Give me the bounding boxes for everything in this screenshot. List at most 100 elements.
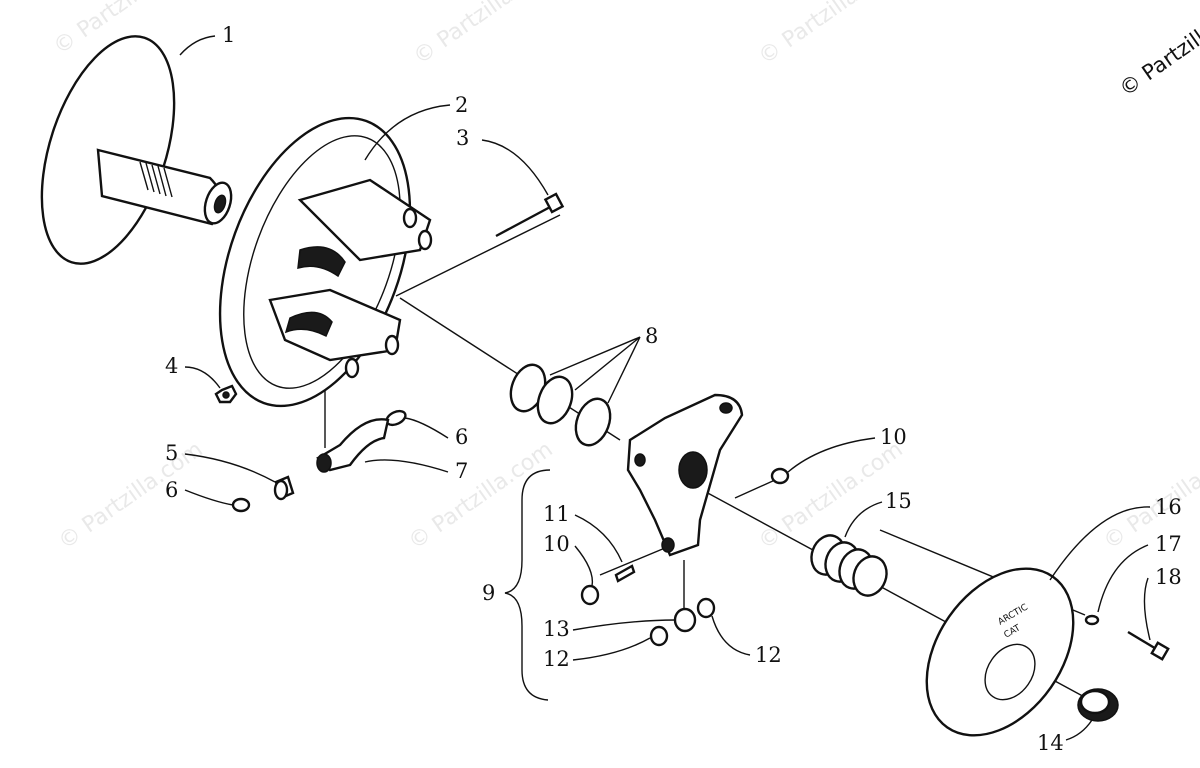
cam-arm-body (316, 418, 390, 472)
part-11-pin (614, 564, 636, 583)
callout-17: 17 (1155, 532, 1182, 556)
spider-hole (719, 402, 733, 414)
callout-10-left: 10 (543, 532, 570, 556)
pin-boss (384, 334, 400, 356)
leader-line-15 (844, 501, 883, 538)
cover-hub (984, 643, 1036, 701)
part-17-lock-washer (1084, 614, 1100, 626)
bolt-head (543, 192, 565, 214)
leader-line-5 (184, 453, 276, 483)
leader-line-6a (184, 489, 234, 506)
bolt-head (1150, 641, 1170, 661)
leader-line-13 (572, 619, 676, 631)
watermark-text: © Partzilla.com (754, 0, 907, 70)
leader-line-10b (574, 545, 594, 587)
shim-washer (574, 397, 612, 447)
pin-boss (344, 357, 360, 379)
callout-5: 5 (165, 441, 178, 465)
callout-6-left: 6 (165, 478, 178, 502)
leader-line-12b (711, 615, 751, 656)
leader-line-4 (184, 366, 221, 389)
leader-line-1 (179, 35, 216, 56)
part-18-bolt (1127, 630, 1170, 661)
callout-2: 2 (455, 93, 468, 117)
spider-bore (678, 451, 708, 489)
leader-line-8 (549, 336, 641, 404)
callout-1: 1 (222, 23, 235, 47)
shaft-bore (213, 194, 227, 214)
part-6-washer (231, 497, 251, 513)
leader-lines (179, 35, 1151, 741)
callout-3: 3 (456, 126, 469, 150)
part-3-bolt (495, 192, 565, 238)
lower-roller-slot (284, 311, 333, 338)
upper-roller-slot (297, 246, 346, 278)
callout-8: 8 (645, 324, 658, 348)
part-2-clutch-housing (218, 116, 433, 408)
callout-13: 13 (543, 617, 570, 641)
spider-hole (661, 537, 675, 553)
alignment-line (599, 547, 666, 576)
callout-7: 7 (455, 459, 468, 483)
part-12-washer (696, 597, 716, 619)
leader-line-17 (1097, 544, 1149, 613)
pin-boss (417, 229, 433, 251)
part-16-cover: ARCTIC CAT (925, 567, 1075, 737)
spider-hole (634, 453, 646, 467)
part-15-spring (810, 534, 888, 597)
shim-washer (536, 375, 574, 425)
assembly-9-bracket (504, 469, 551, 701)
part-13-nut (673, 607, 697, 633)
nut-hole (222, 391, 230, 399)
callout-labels: 1 2 3 4 5 6 6 7 8 9 10 10 11 12 12 13 14… (165, 23, 1182, 755)
leader-line-10a (787, 437, 876, 473)
leader-line-18 (1143, 577, 1151, 641)
roller-end (273, 479, 289, 501)
part-7-cam-arm (316, 418, 390, 473)
part-10-button (580, 584, 600, 606)
part-10-button (770, 467, 790, 485)
part-9-spider-assembly (626, 393, 744, 557)
cam-arm-pivot (316, 453, 332, 473)
callout-14: 14 (1037, 731, 1064, 755)
sheave-face (40, 35, 176, 265)
callout-4: 4 (165, 354, 178, 378)
leader-line-12a (572, 637, 651, 661)
leader-line-2 (364, 104, 451, 161)
callout-10-right: 10 (880, 425, 907, 449)
leader-line-6b (404, 417, 449, 439)
callout-12-right: 12 (755, 643, 782, 667)
callout-15: 15 (885, 489, 912, 513)
bolt-shank (495, 204, 553, 238)
watermark-text: © Partzilla.com (54, 437, 207, 555)
watermark-text: © Partzilla.com (409, 0, 562, 70)
watermark-text: © Partzilla.com (1099, 437, 1200, 555)
leader-line-16 (1049, 506, 1151, 581)
part-14-bushing (1077, 688, 1119, 722)
part-1-moveable-sheave (40, 35, 233, 265)
alignment-line (734, 479, 776, 499)
callout-11: 11 (543, 502, 570, 526)
watermark-text: © Partzilla.com (404, 437, 557, 555)
callout-18: 18 (1155, 565, 1182, 589)
part-12-washer (649, 625, 669, 647)
leader-line-7 (364, 459, 449, 473)
callout-12-left: 12 (543, 647, 570, 671)
cover-plate (925, 567, 1075, 737)
leader-line-14 (1065, 719, 1093, 741)
watermark-layer: © Partzilla.com © Partzilla.com © Partzi… (49, 0, 1200, 555)
housing-inner-rim (243, 135, 401, 389)
alignment-line (395, 214, 561, 297)
part-5-roller (273, 475, 295, 501)
leader-line-11 (574, 514, 623, 563)
bolt-shank (1127, 630, 1159, 652)
leader-line-3 (481, 139, 549, 196)
shaft-threads (139, 161, 173, 198)
callout-16: 16 (1155, 495, 1182, 519)
bushing-face (1079, 689, 1111, 715)
callout-9: 9 (482, 581, 495, 605)
pin-boss (402, 207, 418, 229)
part-8-shims (509, 363, 612, 447)
